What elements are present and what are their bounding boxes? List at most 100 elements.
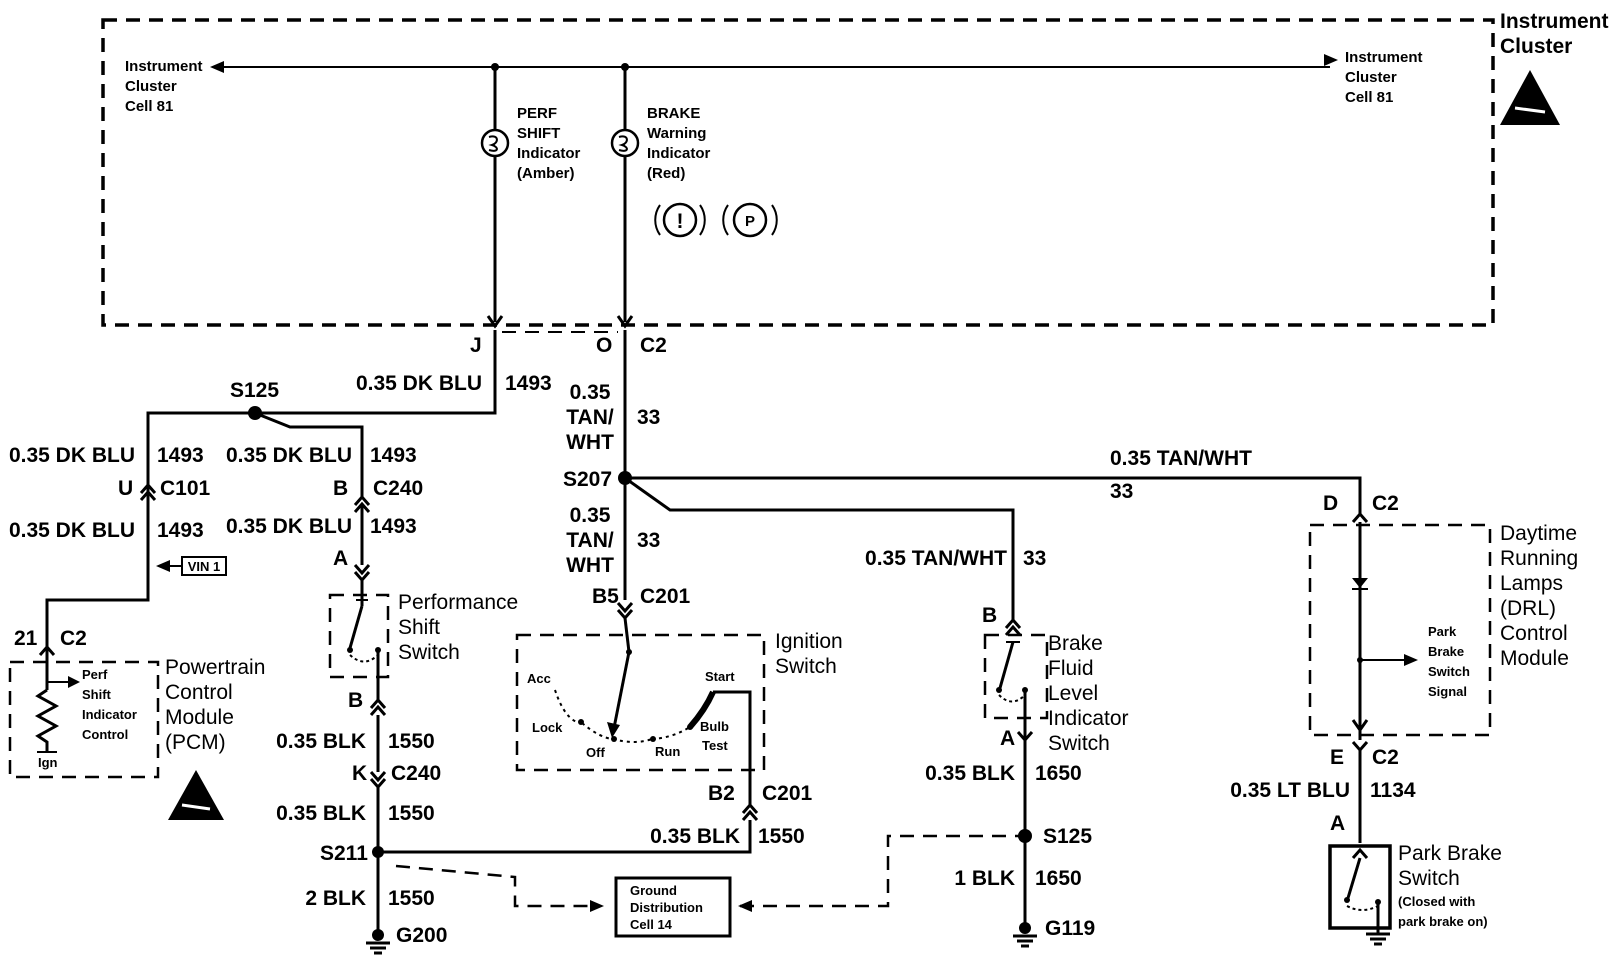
wire-blk-g119-circuit: 1650 — [1035, 867, 1082, 890]
ign-pin-b2: B2 — [708, 782, 735, 805]
svg-text:Brake: Brake — [1048, 632, 1103, 655]
svg-text:Control: Control — [165, 681, 233, 704]
svg-text:Cell 81: Cell 81 — [125, 98, 173, 115]
pcm-box — [8, 660, 160, 779]
arrow-right-icon — [1324, 54, 1338, 66]
drl-module-label: Daytime Running Lamps (DRL) Control Modu… — [1500, 522, 1578, 670]
wire-left-bot-circuit: 1493 — [157, 519, 204, 542]
svg-text:Switch: Switch — [1428, 664, 1470, 679]
wire-blk-ign-gauge: 0.35 BLK — [650, 825, 740, 848]
svg-text:PERF: PERF — [517, 105, 557, 122]
vin-tag: VIN 1 — [156, 556, 227, 576]
svg-text:Running: Running — [1500, 547, 1578, 570]
svg-text:Cell 81: Cell 81 — [1345, 89, 1393, 106]
wire-blk-ign-circuit: 1550 — [758, 825, 805, 848]
ground-dist-label: Ground Distribution Cell 14 — [630, 883, 703, 932]
wire-blk-bf-gauge: 0.35 BLK — [925, 762, 1015, 785]
arrow-ground-dist-icon — [590, 900, 604, 912]
wire-tan-top-circuit: 33 — [637, 406, 660, 429]
drl-pin-e: E — [1330, 746, 1344, 769]
brake-indicator-label: BRAKE Warning Indicator (Red) — [647, 105, 711, 182]
ignition-switch-label: Ignition Switch — [775, 630, 843, 678]
pcm-label: Powertrain Control Module (PCM) — [165, 656, 265, 754]
pcm-internal-label: Perf Shift Indicator Control — [82, 667, 137, 742]
svg-text:Level: Level — [1048, 682, 1098, 705]
wire-mid-bot-circuit: 1493 — [370, 515, 417, 538]
pb-pin-a: A — [1330, 812, 1345, 835]
splice-s125-top: S125 — [230, 379, 279, 402]
wire-blk-g200-gauge: 2 BLK — [305, 887, 366, 910]
svg-text:TAN/: TAN/ — [566, 529, 614, 552]
svg-text:Distribution: Distribution — [630, 900, 703, 915]
svg-text:Lock: Lock — [532, 720, 563, 735]
svg-text:Indicator: Indicator — [647, 145, 711, 162]
svg-text:(Amber): (Amber) — [517, 165, 575, 182]
svg-text:Daytime: Daytime — [1500, 522, 1577, 545]
svg-text:Warning: Warning — [647, 125, 706, 142]
pcm-conn-c2: C2 — [60, 627, 87, 650]
svg-text:Shift: Shift — [398, 616, 440, 639]
svg-text:Cluster: Cluster — [125, 78, 177, 95]
wire-mid-top-gauge: 0.35 DK BLU — [226, 444, 352, 467]
svg-text:park brake on): park brake on) — [1398, 914, 1488, 929]
wire-mid-top-circuit: 1493 — [370, 444, 417, 467]
c240-pin-b: B — [333, 477, 348, 500]
park-brake-label: Park Brake Switch (Closed with park brak… — [1398, 842, 1502, 929]
svg-text:SHIFT: SHIFT — [517, 125, 560, 142]
cluster-ref-left: Instrument Cluster Cell 81 — [125, 58, 203, 115]
brake-warning-symbol-icon: ! — [654, 202, 706, 238]
drl-conn-top: C2 — [1372, 492, 1399, 515]
wire-left-top-gauge: 0.35 DK BLU — [9, 444, 135, 467]
splice-s211: S211 — [320, 842, 368, 865]
pcm-ign: Ign — [38, 755, 58, 770]
conn-c101: C101 — [160, 477, 211, 500]
ground-g119: G119 — [1045, 917, 1095, 940]
esd-warning-icon — [1500, 70, 1560, 125]
drl-signal-label: Park Brake Switch Signal — [1428, 624, 1470, 699]
pcm-pin-21: 21 — [14, 627, 38, 650]
wire-blk-g119-gauge: 1 BLK — [954, 867, 1015, 890]
park-brake-switch-box — [1328, 844, 1392, 930]
wire-blk-pss-gauge: 0.35 BLK — [276, 730, 366, 753]
svg-text:WHT: WHT — [566, 431, 614, 454]
wire-tan-bf-circuit: 33 — [1023, 547, 1046, 570]
svg-text:Test: Test — [702, 738, 728, 753]
svg-text:WHT: WHT — [566, 554, 614, 577]
svg-text:Ground: Ground — [630, 883, 677, 898]
svg-text:Cell 14: Cell 14 — [630, 917, 673, 932]
wire-blk-k-gauge: 0.35 BLK — [276, 802, 366, 825]
c240-pin-k: K — [352, 762, 367, 785]
svg-text:Signal: Signal — [1428, 684, 1467, 699]
svg-text:(DRL): (DRL) — [1500, 597, 1556, 620]
conn-c240: C240 — [373, 477, 423, 500]
svg-text:Control: Control — [82, 727, 128, 742]
svg-text:Module: Module — [165, 706, 234, 729]
drl-conn-bot: C2 — [1372, 746, 1399, 769]
svg-text:Park: Park — [1428, 624, 1457, 639]
svg-text:Switch: Switch — [1048, 732, 1110, 755]
ground-g119-icon — [1013, 922, 1037, 948]
svg-text:Fluid: Fluid — [1048, 657, 1094, 680]
svg-text:!: ! — [677, 210, 684, 233]
park-brake-symbol-icon: P — [722, 202, 778, 238]
svg-text:BRAKE: BRAKE — [647, 105, 700, 122]
pss-pin-a: A — [333, 547, 348, 570]
drl-module-box — [1308, 523, 1492, 737]
svg-text:Performance: Performance — [398, 591, 518, 614]
svg-text:Powertrain: Powertrain — [165, 656, 265, 679]
svg-text:Switch: Switch — [1398, 867, 1460, 890]
wire-tan-mid-circuit: 33 — [637, 529, 660, 552]
wire-tan-right-circuit: 33 — [1110, 480, 1133, 503]
cluster-ref-right: Instrument Cluster Cell 81 — [1345, 49, 1423, 106]
cluster-conn-c2: C2 — [640, 334, 667, 357]
ign-pin-b5: B5 — [592, 585, 619, 608]
svg-text:Run: Run — [655, 744, 680, 759]
svg-text:(PCM): (PCM) — [165, 731, 226, 754]
c101-pin-u: U — [118, 477, 133, 500]
svg-text:Park Brake: Park Brake — [1398, 842, 1502, 865]
svg-text:Instrument: Instrument — [1500, 10, 1609, 33]
svg-text:Indicator: Indicator — [1048, 707, 1129, 730]
brake-fluid-switch-box — [983, 633, 1049, 720]
pcm-esd-icon — [168, 770, 224, 820]
